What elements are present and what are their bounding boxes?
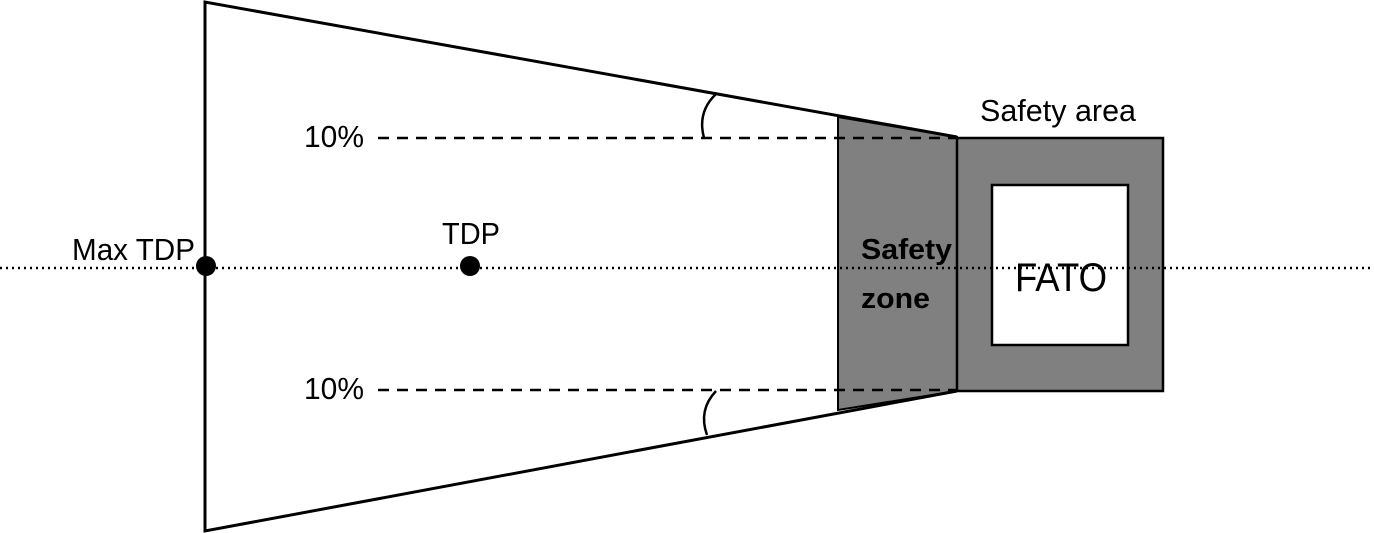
tdp-label: TDP: [442, 216, 500, 251]
upper-angle-arc: [700, 93, 717, 139]
safety-zone-label-line2: zone: [861, 283, 930, 315]
safety-area-label: Safety area: [980, 93, 1137, 128]
max-tdp-point: [196, 256, 216, 276]
lower-slope-label: 10%: [304, 371, 364, 406]
fato-label: FATO: [1015, 256, 1107, 300]
max-tdp-label: Max TDP: [72, 232, 195, 267]
tdp-point: [460, 256, 480, 276]
fato-region: [990, 183, 1130, 347]
safety-zone-label-line1: Safety: [861, 234, 952, 266]
upper-slope-label: 10%: [304, 119, 364, 154]
lower-angle-arc: [702, 390, 717, 436]
